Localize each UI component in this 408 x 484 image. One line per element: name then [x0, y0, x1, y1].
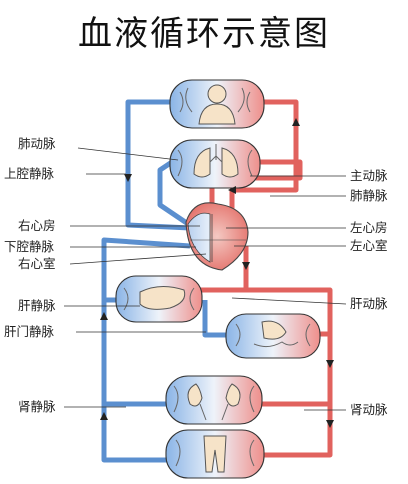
diagram-title: 血液循环示意图	[78, 14, 330, 54]
flow-arrows	[100, 118, 334, 428]
upper-body-capillary-bed	[169, 79, 265, 129]
stomach-intestine-icon	[253, 320, 299, 348]
label-hepatic-artery: 肝动脉	[350, 296, 388, 311]
lung-capillary-bed	[169, 139, 261, 189]
kidney-capillary-bed	[165, 375, 263, 425]
leader-lines	[64, 147, 347, 411]
label-left-ventricle: 左心室	[350, 238, 388, 253]
label-pulmonary-vein: 肺静脉	[350, 188, 388, 203]
liver-capillary-bed	[115, 275, 203, 323]
kidneys-icon	[187, 383, 241, 421]
label-inferior-vena-cava: 下腔静脉	[4, 239, 55, 254]
arterial-vessels	[196, 99, 333, 458]
label-renal-artery: 肾动脉	[350, 402, 388, 417]
heart	[185, 202, 249, 271]
label-aorta: 主动脉	[350, 168, 388, 183]
person-upper-body-icon	[198, 84, 236, 125]
label-superior-vena-cava: 上腔静脉	[4, 166, 55, 181]
right-labels: 主动脉 肺静脉 左心房 左心室 肝动脉 肾动脉	[350, 168, 388, 417]
label-right-atrium: 右心房	[18, 218, 56, 233]
left-labels: 肺动脉 上腔静脉 右心房 下腔静脉 右心室 肝静脉 肝门静脉 肾静脉	[4, 136, 56, 414]
lower-body-capillary-bed	[165, 429, 265, 479]
intestine-capillary-bed	[225, 313, 321, 359]
label-pulmonary-artery: 肺动脉	[18, 136, 56, 151]
label-hepatic-vein: 肝静脉	[18, 298, 56, 313]
label-right-ventricle: 右心室	[18, 256, 56, 271]
label-renal-vein: 肾静脉	[18, 399, 56, 414]
label-left-atrium: 左心房	[350, 220, 388, 235]
legs-icon	[203, 435, 227, 473]
liver-icon	[139, 286, 186, 310]
lungs-icon	[193, 144, 239, 178]
label-hepatic-portal-vein: 肝门静脉	[4, 324, 55, 339]
venous-vessels	[101, 99, 228, 463]
